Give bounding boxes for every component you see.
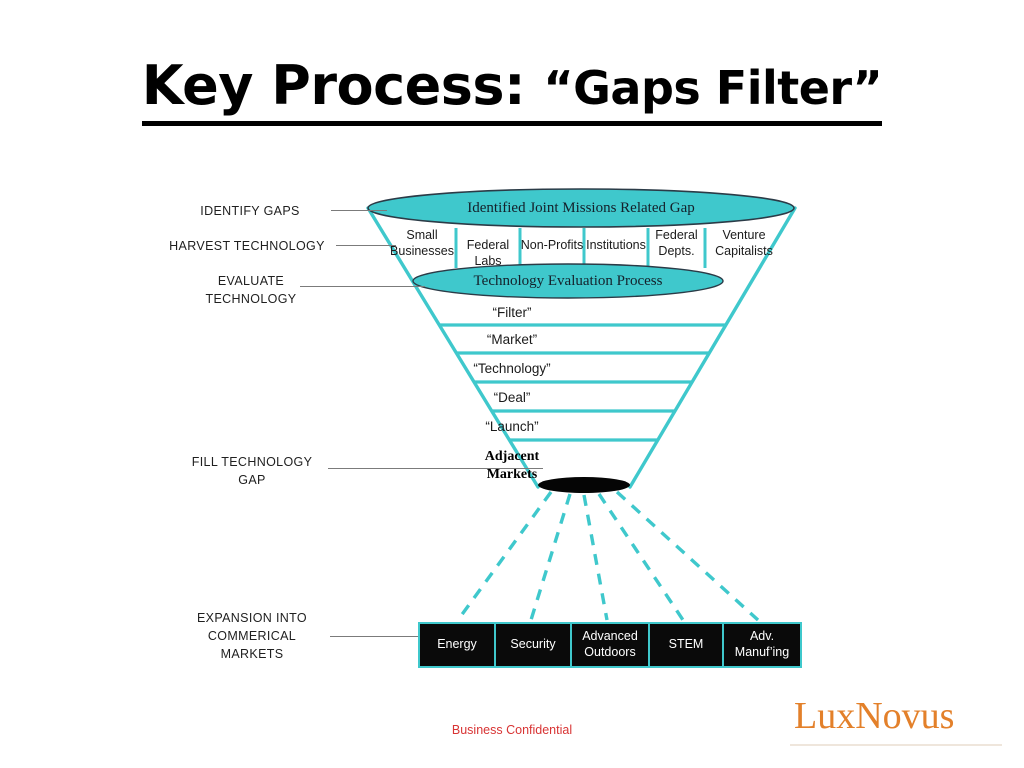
market-line1: Advanced [582, 629, 638, 644]
page-title-main: Key Process: [141, 54, 544, 117]
stage-label-fill-technology-gap: FILL TECHNOLOGY GAP [172, 453, 332, 489]
leader-line-harvest-technology [336, 245, 396, 246]
stage-label-line1: FILL TECHNOLOGY [191, 455, 313, 469]
stakeholder-non-profits: Non-Profits [520, 238, 584, 254]
evaluation-ellipse-label: Technology Evaluation Process [473, 273, 663, 289]
stage-label-line2: COMMERICAL [207, 629, 297, 644]
funnel-band-deal: “Deal” [493, 390, 531, 405]
market-line1: Security [510, 637, 556, 652]
adjacent-markets-row: Energy Security Advanced Outdoors STEM A… [418, 622, 802, 668]
market-line2: Outdoors [584, 645, 636, 659]
market-line1: STEM [668, 637, 704, 652]
funnel-outlet-adjacent-markets: Adjacent Markets [0, 448, 1024, 483]
stakeholder-federal-depts: Federal Depts. [648, 228, 705, 259]
page-title-quoted: “Gaps Filter” [543, 61, 883, 115]
stakeholder-line1: Institutions [586, 238, 646, 252]
leader-line-evaluate-technology [300, 286, 425, 287]
outlet-line2: Markets [486, 466, 538, 482]
stakeholder-line1: Federal Labs [466, 238, 510, 268]
stage-label-line1: EXPANSION INTO [196, 611, 307, 625]
stakeholder-line1: Small [406, 228, 438, 242]
luxnovus-logo: LuxNovus [794, 695, 955, 737]
market-box-advanced-outdoors[interactable]: Advanced Outdoors [572, 624, 650, 666]
stakeholder-institutions: Institutions [584, 238, 648, 254]
funnel-band-technology: “Technology” [473, 361, 551, 376]
page-title: Key Process: “Gaps Filter” [0, 57, 1024, 126]
stakeholder-line2: Capitalists [715, 243, 773, 258]
stage-label-line3: MARKETS [220, 647, 284, 662]
stakeholder-federal-labs: Federal Labs [456, 238, 520, 269]
stage-label-line2: TECHNOLOGY [205, 292, 297, 307]
stakeholder-line2: Depts. [658, 243, 695, 258]
logo-underline [790, 744, 1002, 746]
market-box-security[interactable]: Security [496, 624, 572, 666]
stage-label-expansion-into-commerical-markets: EXPANSION INTO COMMERICAL MARKETS [177, 609, 327, 663]
stakeholder-line1: Non-Profits [520, 238, 584, 252]
stakeholder-venture-capitalists: Venture Capitalists [705, 228, 783, 259]
outlet-line1: Adjacent [484, 449, 540, 464]
stage-label-identify-gaps: IDENTIFY GAPS [200, 204, 300, 218]
market-box-energy[interactable]: Energy [420, 624, 496, 666]
funnel-band-filter: “Filter” [492, 305, 532, 320]
funnel-band-launch: “Launch” [485, 419, 539, 434]
stage-label-evaluate-technology: EVALUATE TECHNOLOGY [186, 272, 316, 308]
leader-line-identify-gaps [331, 210, 387, 211]
stakeholder-line2: Businesses [390, 243, 454, 258]
stakeholder-line1: Venture [722, 228, 766, 242]
leader-line-expansion-markets [330, 636, 420, 637]
stakeholder-line1: Federal [655, 228, 698, 242]
market-line1: Energy [437, 637, 477, 652]
stage-label-line1: EVALUATE [217, 274, 285, 288]
stage-label-line2: GAP [238, 473, 266, 488]
market-box-stem[interactable]: STEM [650, 624, 724, 666]
stage-label-harvest-technology: HARVEST TECHNOLOGY [169, 239, 325, 253]
stakeholder-small-businesses: Small Businesses [388, 228, 456, 259]
confidentiality-notice: Business Confidential [451, 723, 573, 737]
top-ellipse-label: Identified Joint Missions Related Gap [467, 200, 695, 216]
market-line1: Adv. [749, 629, 775, 644]
leader-line-fill-technology-gap [328, 468, 543, 469]
funnel-band-market: “Market” [486, 332, 538, 347]
market-line2: Manuf’ing [734, 645, 790, 659]
market-box-adv-manufing[interactable]: Adv. Manuf’ing [724, 624, 800, 666]
